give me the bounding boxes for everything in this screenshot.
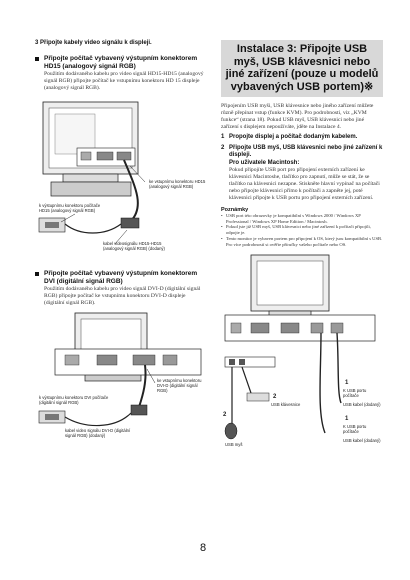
dvi-heading: Připojte počítač vybavený výstupním kone… xyxy=(35,270,207,286)
hd15-input-label: ke vstupnímu konektoru HD15 (analogový s… xyxy=(149,179,206,189)
usb-port-label-1: K USB portu počítače xyxy=(343,388,367,399)
hd15-heading-text: Připojte počítač vybavený výstupním kone… xyxy=(44,55,198,70)
page-number: 8 xyxy=(200,542,207,554)
callout-2b: 2 xyxy=(223,412,227,419)
hd15-heading: Připojte počítač vybavený výstupním kone… xyxy=(35,55,207,71)
note-item: •USB port této obrazovky je kompatibilní… xyxy=(221,213,361,224)
dvi-body: Použitím dodávaného kabelu pro video sig… xyxy=(44,286,201,306)
usb-cable-label-1: USB kabel (dodaný) xyxy=(343,402,381,408)
hd15-figure: ke vstupnímu konektoru HD15 (analogový s… xyxy=(35,96,207,264)
dvi-input-label: ke vstupnímu konektoru DVI-D (digitální … xyxy=(157,378,202,393)
usb-figure: 1 K USB portu počítače USB kabel (dodaný… xyxy=(221,253,383,449)
right-column: Instalace 3: Připojte USB myš, USB kláve… xyxy=(221,40,383,449)
note-item: •Pokud jste již USB myš, USB klávesnici … xyxy=(221,224,371,236)
hd15-body: Použitím dodávaného kabelu pro video sig… xyxy=(44,71,204,91)
step-2: 2 Připojte USB myš, USB klávesnici nebo … xyxy=(221,144,383,166)
left-column: 3 Připojte kabely video signálu k disple… xyxy=(35,40,207,446)
note-item: •Tento monitor je vybaven portem pro při… xyxy=(221,235,383,247)
square-bullet-icon xyxy=(35,57,39,61)
dvi-cable-label: kabel video signálu DVI-D (digitální sig… xyxy=(65,428,131,438)
callout-1b: 1 xyxy=(345,416,349,423)
dvi-output-label: k výstupnímu konektoru DVI počítače (dig… xyxy=(39,395,109,405)
usb-illustration xyxy=(224,254,376,440)
callout-2a: 2 xyxy=(273,394,277,401)
intro-paragraph: Připojením USB myši, USB klávesnice nebo… xyxy=(221,103,374,130)
usb-mouse-label: USB myš xyxy=(225,442,243,448)
square-bullet-icon xyxy=(35,272,39,276)
dvi-figure: ke vstupnímu konektoru DVI-D (digitální … xyxy=(35,311,207,446)
hd15-output-label: k výstupnímu konektoru počítače HD15 (an… xyxy=(39,203,101,213)
step-1: 1 Propojte displej a počítač dodaným kab… xyxy=(221,134,358,140)
usb-port-label-2: K USB portu počítače xyxy=(343,424,367,435)
step-1-text: Propojte displej a počítač dodaným kabel… xyxy=(229,134,358,140)
usb-keyboard-label: USB klávesnice xyxy=(271,402,301,408)
mac-subheading: Pro uživatele Macintosh: xyxy=(229,159,300,166)
step-3-heading: 3 Připojte kabely video signálu k disple… xyxy=(35,40,152,46)
hd15-illustration xyxy=(38,101,146,245)
mac-body: Pokud připojíte USB port pro připojení e… xyxy=(229,167,380,201)
usb-cable-label-2: USB kabel (dodaný) xyxy=(343,438,381,444)
notes-heading: Poznámky xyxy=(221,207,249,213)
notes-list: •USB port této obrazovky je kompatibilní… xyxy=(221,213,383,247)
hd15-cable-label: kabel videosignálu HD15-HD15 (analogový … xyxy=(103,241,165,251)
step-2-text: Připojte USB myš, USB klávesnici nebo ji… xyxy=(229,144,383,159)
callout-1a: 1 xyxy=(345,380,349,387)
dvi-illustration xyxy=(38,312,202,427)
section-banner: Instalace 3: Připojte USB myš, USB kláve… xyxy=(221,40,383,97)
dvi-heading-text: Připojte počítač vybavený výstupním kone… xyxy=(44,270,198,285)
